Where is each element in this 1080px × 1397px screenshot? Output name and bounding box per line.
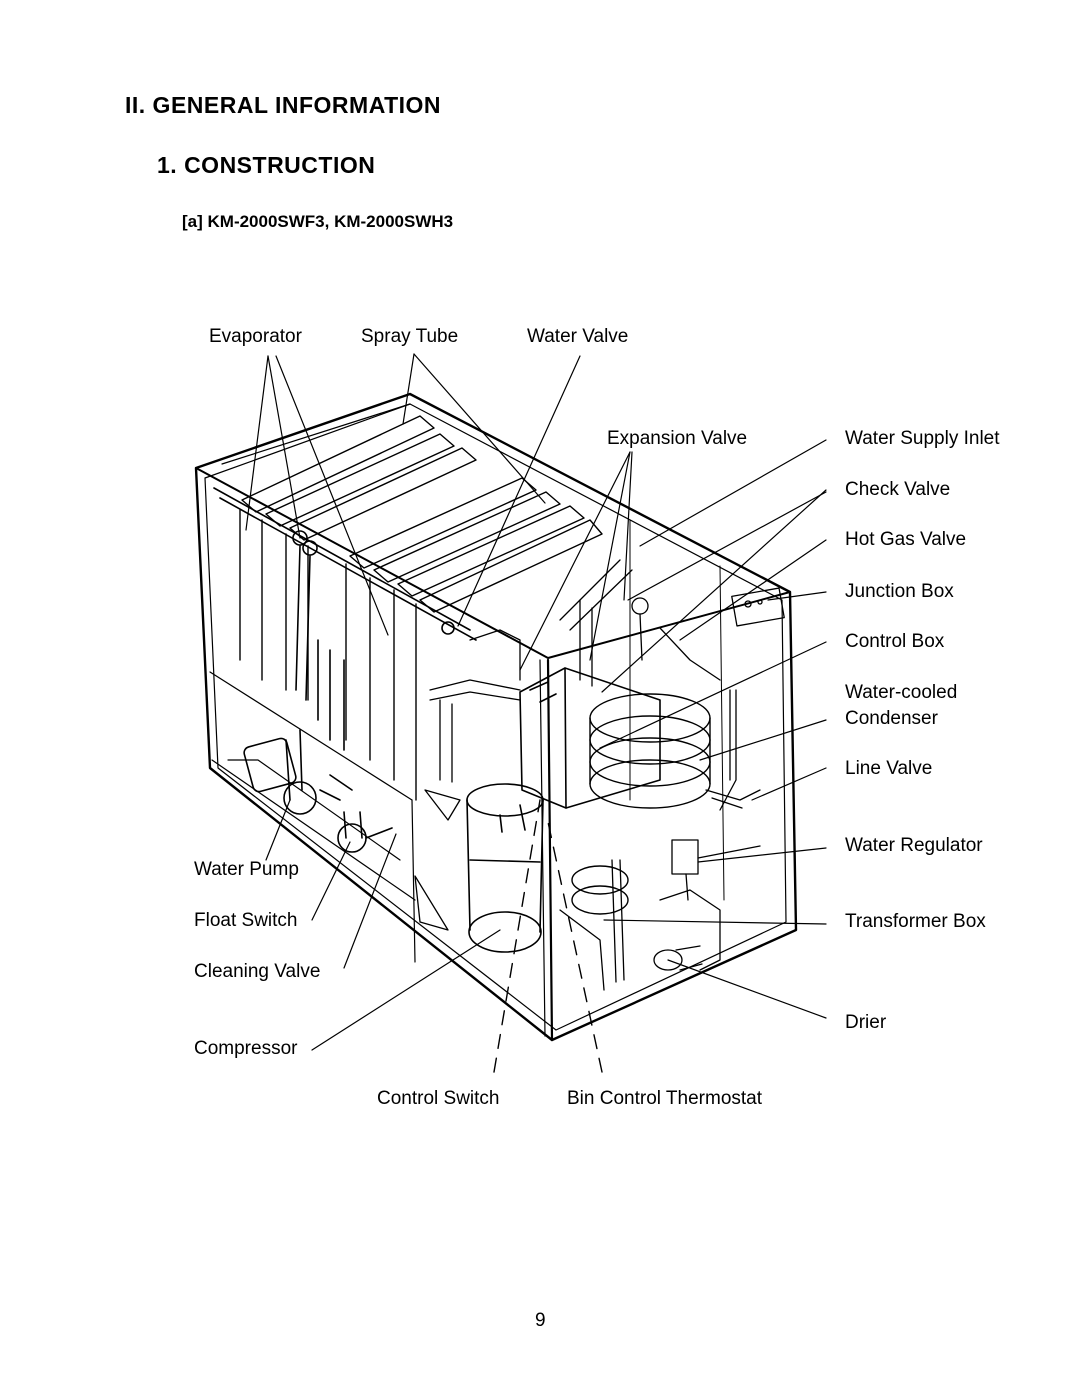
label-water-supply-inlet: Water Supply Inlet <box>845 428 1000 449</box>
cabinet-outline <box>196 394 796 1040</box>
label-control-switch: Control Switch <box>377 1088 500 1109</box>
drain-pan <box>415 876 448 930</box>
label-water-pump: Water Pump <box>194 859 299 880</box>
label-spray-tube: Spray Tube <box>361 326 459 347</box>
label-condenser: Condenser <box>845 708 938 729</box>
evaporator-plates <box>240 416 602 800</box>
label-compressor: Compressor <box>194 1038 298 1059</box>
condenser-coils <box>572 694 710 914</box>
label-bin-control-thermostat: Bin Control Thermostat <box>567 1088 763 1109</box>
control-box <box>520 668 660 808</box>
label-check-valve: Check Valve <box>845 479 951 500</box>
page-number: 9 <box>535 1310 546 1331</box>
label-water-regulator: Water Regulator <box>845 835 983 856</box>
dashed-leader-lines <box>494 800 602 1072</box>
label-cleaning-valve: Cleaning Valve <box>194 961 321 982</box>
label-line-valve: Line Valve <box>845 758 933 779</box>
label-transformer-box: Transformer Box <box>845 911 986 932</box>
label-control-box: Control Box <box>845 631 945 652</box>
label-evaporator: Evaporator <box>209 326 302 347</box>
label-expansion-valve: Expansion Valve <box>607 428 748 449</box>
model-heading: [a] KM-2000SWF3, KM-2000SWH3 <box>182 212 454 231</box>
leader-lines <box>246 354 826 1050</box>
subsection-title: 1. CONSTRUCTION <box>157 152 376 178</box>
water-pump-assembly <box>243 730 392 852</box>
compressor <box>467 784 543 952</box>
section-title: II. GENERAL INFORMATION <box>125 92 442 118</box>
label-water-cooled: Water-cooled <box>845 682 958 703</box>
spray-tubes <box>214 488 476 750</box>
label-drier: Drier <box>845 1012 887 1033</box>
refrigerant-piping <box>425 560 784 990</box>
label-float-switch: Float Switch <box>194 910 298 931</box>
label-junction-box: Junction Box <box>845 581 954 602</box>
label-water-valve: Water Valve <box>527 326 629 347</box>
label-hot-gas-valve: Hot Gas Valve <box>845 529 967 550</box>
